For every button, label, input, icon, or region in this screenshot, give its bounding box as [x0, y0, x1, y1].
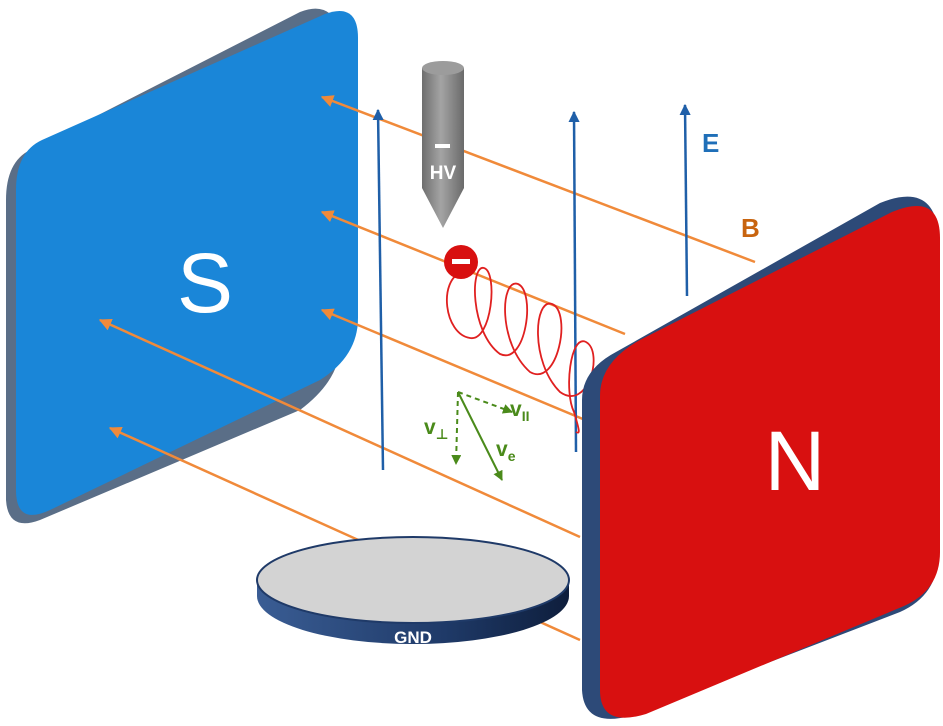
e-field-line	[679, 103, 691, 297]
south-magnet: S	[6, 8, 358, 524]
b-field-label: B	[741, 213, 760, 243]
hv-electrode-top	[422, 61, 464, 75]
ground-electrode: GND	[256, 536, 570, 647]
south-pole-label: S	[177, 236, 233, 330]
v-perpendicular-vector	[451, 391, 462, 465]
electron-minus-sign	[452, 259, 470, 264]
v-parallel-label: vII	[510, 398, 529, 424]
ground-electrode-top	[256, 536, 570, 624]
v-electron-label: ve	[496, 438, 516, 464]
electron	[444, 245, 478, 279]
b-field-line	[98, 318, 581, 539]
v-parallel-vector	[457, 391, 513, 414]
b-field-line	[320, 95, 756, 264]
b-field-line	[320, 308, 591, 424]
ground-label: GND	[394, 628, 432, 647]
north-magnet-face	[600, 205, 940, 718]
v-perpendicular-label: v⊥	[424, 416, 448, 442]
north-magnet: N	[582, 196, 940, 719]
hv-electrode: HV	[422, 61, 464, 228]
hv-minus-sign	[435, 144, 450, 148]
e-field-label: E	[702, 128, 719, 158]
e-field-line	[568, 110, 580, 453]
e-field-line	[372, 108, 385, 471]
north-pole-label: N	[765, 414, 826, 508]
v-electron-vector	[457, 391, 503, 481]
south-magnet-face	[16, 11, 358, 515]
hv-label: HV	[430, 163, 457, 184]
electron-spiral-path	[446, 267, 595, 434]
velocity-labels: v⊥ vII ve	[424, 398, 529, 464]
velocity-vectors	[451, 391, 513, 481]
